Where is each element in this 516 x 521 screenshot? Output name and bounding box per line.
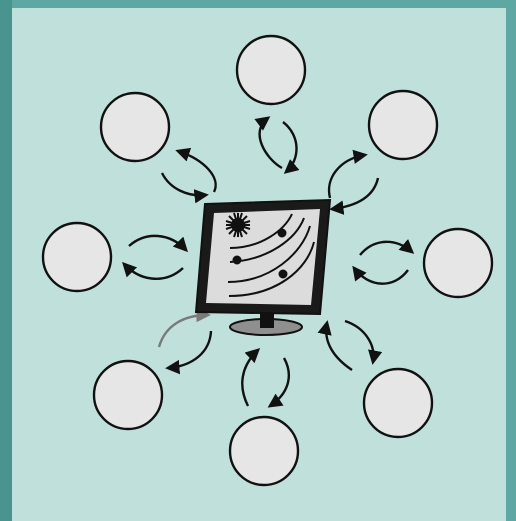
sunburst-icon xyxy=(226,213,250,237)
node-bottom xyxy=(230,417,298,485)
node-left xyxy=(43,223,111,291)
node-right xyxy=(424,229,492,297)
node-lower-left xyxy=(94,361,162,429)
frame-top xyxy=(0,0,516,8)
node-upper-right xyxy=(369,91,437,159)
frame-left xyxy=(0,0,12,521)
node-top xyxy=(237,36,305,104)
frame-right xyxy=(506,0,516,521)
node-upper-left xyxy=(101,93,169,161)
node-lower-right xyxy=(364,369,432,437)
